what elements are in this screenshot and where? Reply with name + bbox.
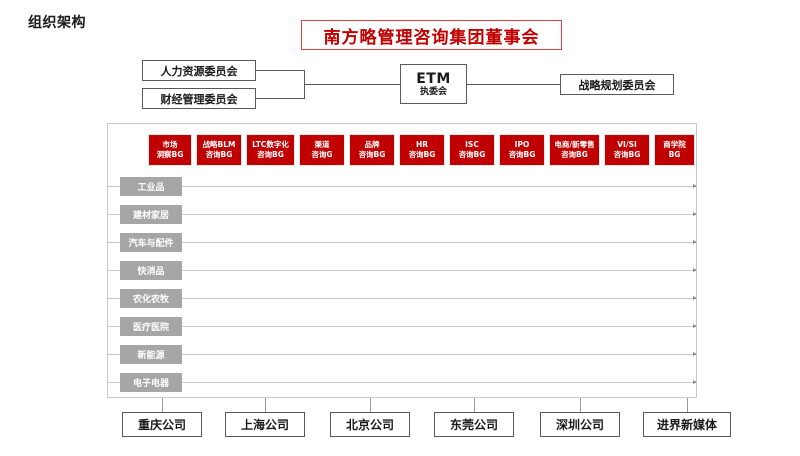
industry-label[interactable]: 新能源	[120, 345, 182, 364]
connector-hr-to-bracket	[256, 70, 304, 71]
committee-box-finance[interactable]: 财经管理委员会	[142, 88, 256, 109]
industry-label[interactable]: 工业品	[120, 177, 182, 196]
business-group-chip-line2: 咨询BG	[358, 150, 386, 159]
company-box[interactable]: 重庆公司	[122, 412, 202, 437]
business-group-chip-line2: 咨询BG	[508, 150, 536, 159]
industry-row-arrow-icon	[693, 240, 697, 244]
business-group-chip-line1: 战略BLM	[202, 139, 236, 149]
business-group-chip-line2: 咨询BG	[458, 150, 486, 159]
industry-row-line	[107, 270, 697, 271]
etm-subtitle: 执委会	[419, 86, 447, 97]
business-group-chip-line1: IPO	[514, 139, 530, 149]
company-label: 东莞公司	[449, 418, 498, 432]
industry-row-arrow-icon	[693, 184, 697, 188]
business-group-chip[interactable]: 市场洞察BG	[148, 134, 192, 166]
business-group-chip-line1: 品牌	[364, 139, 380, 149]
company-label: 深圳公司	[555, 418, 604, 432]
etm-executive-committee-box[interactable]: ETM 执委会	[400, 64, 467, 104]
matrix-panel	[107, 123, 697, 398]
company-connector-line	[370, 398, 371, 412]
industry-row-arrow-icon	[693, 324, 697, 328]
business-group-chip-line2: 咨询G	[311, 150, 333, 159]
business-group-chip-line1: 电商/新零售	[554, 139, 595, 149]
company-label: 重庆公司	[137, 418, 186, 432]
business-group-chip[interactable]: 渠道咨询G	[299, 134, 345, 166]
industry-label[interactable]: 快消品	[120, 261, 182, 280]
industry-label[interactable]: 农化农牧	[120, 289, 182, 308]
company-connector-line	[265, 398, 266, 412]
business-group-chip-line2: 咨询BG	[205, 150, 233, 159]
industry-row-line	[107, 354, 697, 355]
industry-row-arrow-icon	[693, 212, 697, 216]
industry-row-arrow-icon	[693, 268, 697, 272]
company-box[interactable]: 北京公司	[330, 412, 410, 437]
industry-row-line	[107, 298, 697, 299]
company-box[interactable]: 深圳公司	[540, 412, 620, 437]
business-group-chip-line1: 市场	[162, 139, 178, 149]
company-label: 进界新媒体	[656, 418, 717, 432]
committee-box-strategy[interactable]: 战略规划委员会	[560, 74, 674, 95]
company-connector-line	[687, 398, 688, 412]
industry-row-line	[107, 186, 697, 187]
business-group-chip-line2: 咨询BG	[408, 150, 436, 159]
company-label: 上海公司	[240, 418, 289, 432]
business-group-chip-line1: VI/SI	[617, 139, 637, 149]
industry-row-line	[107, 214, 697, 215]
business-group-chip[interactable]: LTC数字化咨询BG	[246, 134, 295, 166]
committee-label-hr: 人力资源委员会	[160, 64, 238, 78]
company-connector-line	[474, 398, 475, 412]
business-group-chip-line1: LTC数字化	[252, 139, 289, 149]
board-of-directors-box[interactable]: 南方略管理咨询集团董事会	[301, 20, 562, 50]
connector-finance-to-bracket	[256, 98, 304, 99]
industry-label[interactable]: 电子电器	[120, 373, 182, 392]
connector-bracket-to-etm	[304, 84, 400, 85]
business-group-chip-line2: BG	[668, 150, 681, 159]
industry-row-line	[107, 242, 697, 243]
industry-row-line	[107, 382, 697, 383]
company-connector-line	[580, 398, 581, 412]
connector-etm-to-strategy	[467, 84, 560, 85]
committee-label-finance: 财经管理委员会	[160, 92, 238, 106]
page-title: 组织架构	[28, 15, 86, 31]
industry-row-arrow-icon	[693, 296, 697, 300]
etm-title: ETM	[416, 70, 451, 87]
business-group-chip-line1: 渠道	[314, 139, 330, 149]
business-group-chip-line2: 咨询BG	[561, 150, 588, 159]
business-group-chip[interactable]: 品牌咨询BG	[349, 134, 395, 166]
business-group-chip-line2: 咨询BG	[257, 150, 284, 159]
industry-row-line	[107, 326, 697, 327]
committee-box-hr[interactable]: 人力资源委员会	[142, 60, 256, 81]
business-group-chip-line2: 洞察BG	[156, 150, 184, 159]
business-group-chip-line2: 咨询BG	[613, 150, 641, 159]
board-of-directors-label: 南方略管理咨询集团董事会	[323, 27, 540, 48]
industry-label[interactable]: 汽车与配件	[120, 233, 182, 252]
industry-label[interactable]: 医疗医院	[120, 317, 182, 336]
industry-row-arrow-icon	[693, 380, 697, 384]
committee-label-strategy: 战略规划委员会	[578, 78, 656, 92]
business-group-chip-line1: HR	[415, 139, 429, 149]
business-group-chip-line1: ISC	[465, 139, 479, 149]
business-group-chip-line1: 商学院	[663, 139, 686, 149]
industry-row-arrow-icon	[693, 352, 697, 356]
industry-label[interactable]: 建材家居	[120, 205, 182, 224]
company-box[interactable]: 上海公司	[225, 412, 305, 437]
company-label: 北京公司	[345, 418, 394, 432]
business-group-chip[interactable]: 电商/新零售咨询BG	[549, 134, 600, 166]
company-box[interactable]: 东莞公司	[434, 412, 514, 437]
company-connector-line	[162, 398, 163, 412]
company-box[interactable]: 进界新媒体	[643, 412, 731, 437]
